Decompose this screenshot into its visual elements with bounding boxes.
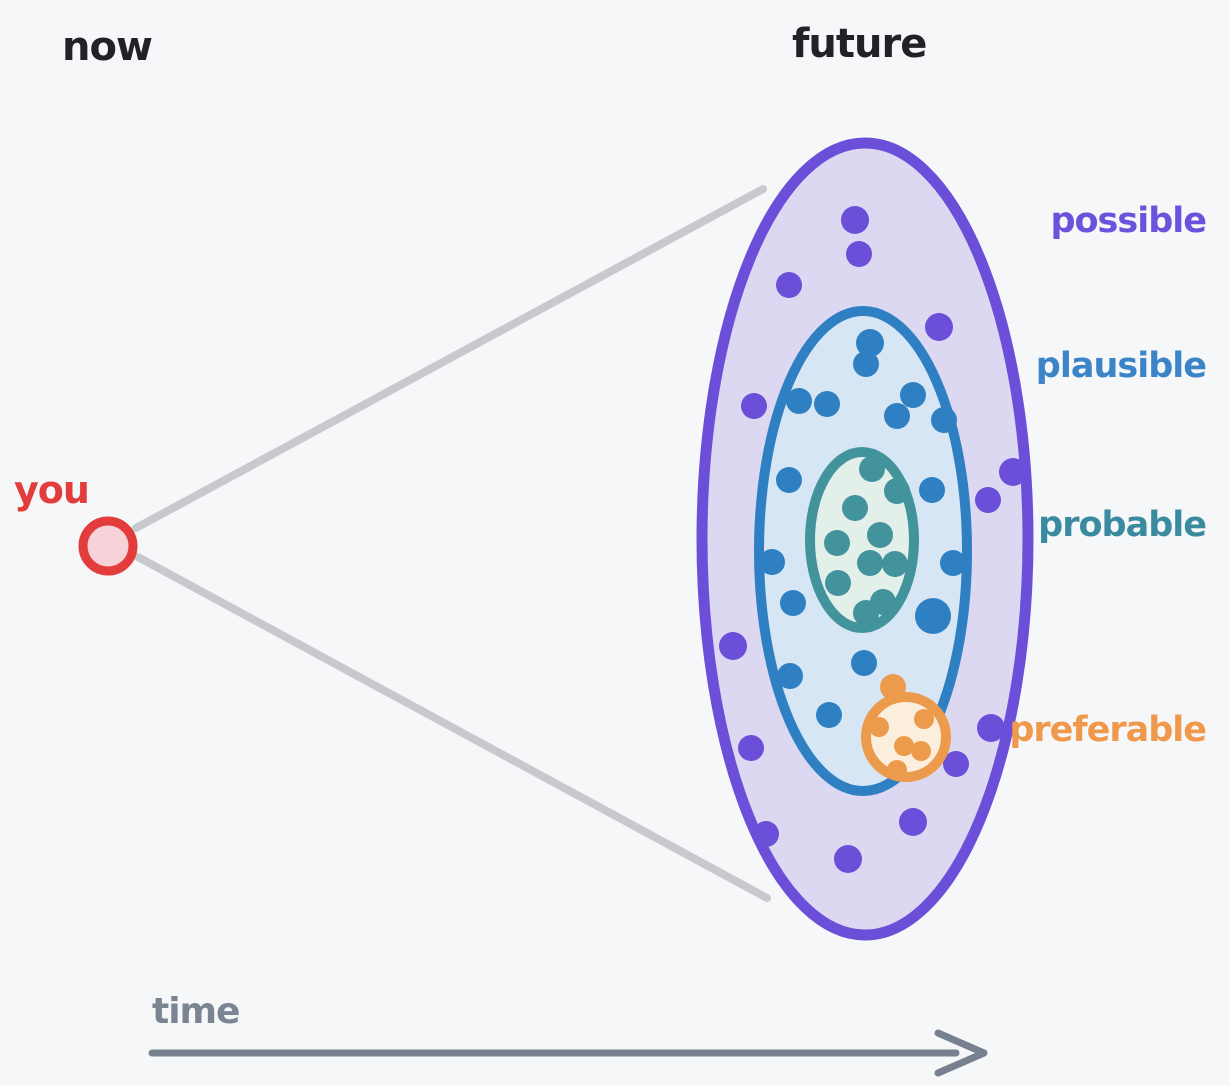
teal-dot	[884, 478, 910, 504]
label-possible: possible	[1050, 201, 1207, 241]
label-time: time	[152, 991, 240, 1032]
teal-dot	[882, 551, 908, 577]
cone-line	[132, 185, 767, 532]
purple-dot	[975, 487, 1001, 513]
blue-dot	[884, 403, 910, 429]
purple-dot	[925, 313, 953, 341]
teal-dot	[825, 570, 851, 596]
purple-dot	[899, 808, 927, 836]
purple-dot	[719, 632, 747, 660]
blue-dot	[915, 598, 951, 634]
blue-dot	[919, 477, 945, 503]
label-now: now	[62, 24, 153, 70]
purple-dot	[834, 845, 862, 873]
blue-dot	[900, 382, 926, 408]
blue-dot	[851, 650, 877, 676]
blue-dot	[780, 590, 806, 616]
purple-dot	[977, 714, 1005, 742]
blue-dot	[814, 391, 840, 417]
label-preferable: preferable	[1009, 710, 1207, 750]
purple-dot	[738, 735, 764, 761]
orange-dot	[869, 717, 889, 737]
blue-dot	[853, 351, 879, 377]
purple-dot	[841, 206, 869, 234]
teal-dot	[853, 600, 879, 626]
purple-dot	[741, 393, 767, 419]
purple-dot	[943, 751, 969, 777]
label-plausible: plausible	[1035, 346, 1207, 386]
label-probable: probable	[1038, 505, 1207, 545]
blue-dot	[816, 702, 842, 728]
teal-dot	[824, 530, 850, 556]
teal-dot	[859, 456, 885, 482]
blue-dot	[856, 329, 884, 357]
orange-dot	[911, 741, 931, 761]
label-you: you	[14, 468, 90, 512]
label-future: future	[792, 21, 927, 67]
blue-dot	[940, 550, 966, 576]
cone-line	[134, 553, 771, 902]
teal-dot	[857, 550, 883, 576]
purple-dot	[753, 821, 779, 847]
orange-dot	[894, 736, 914, 756]
purple-dot	[776, 272, 802, 298]
purple-dot	[846, 241, 872, 267]
blue-dot	[759, 549, 785, 575]
orange-dot	[887, 760, 907, 780]
time-arrow-head	[934, 1029, 988, 1077]
you-node	[78, 516, 138, 576]
blue-dot	[777, 663, 803, 689]
orange-dot	[914, 709, 934, 729]
blue-dot	[776, 467, 802, 493]
blue-dot	[931, 407, 957, 433]
purple-dot	[999, 458, 1027, 486]
blue-dot	[786, 388, 812, 414]
teal-dot	[842, 495, 868, 521]
teal-dot	[867, 522, 893, 548]
